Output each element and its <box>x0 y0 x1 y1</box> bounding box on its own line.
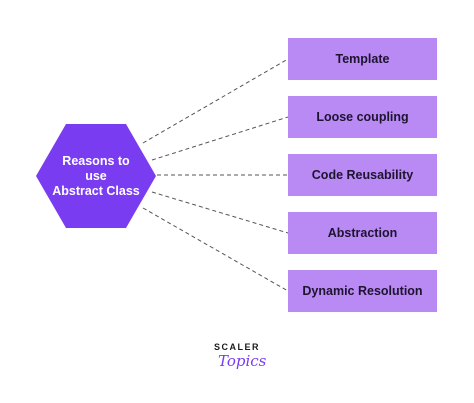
center-label-line3: Abstract Class <box>52 183 140 198</box>
center-hexagon <box>36 124 156 228</box>
logo-scaler-text: SCALER <box>214 342 261 352</box>
reason-box-loose-coupling: Loose coupling <box>288 96 437 138</box>
reason-box-dynamic-resolution: Dynamic Resolution <box>288 270 437 312</box>
reason-box-abstraction: Abstraction <box>288 212 437 254</box>
scaler-topics-logo: SCALER Topics <box>204 342 274 376</box>
reason-box-template: Template <box>288 38 437 80</box>
center-label-line1: Reasons to <box>62 153 130 168</box>
center-label: Reasons to use Abstract Class <box>36 124 156 228</box>
logo-topics-text: Topics <box>218 352 267 370</box>
connector-dynamic-resolution <box>142 207 289 292</box>
connector-abstraction <box>151 191 289 234</box>
connector-loose-coupling <box>151 116 289 161</box>
center-label-line2: use <box>85 168 107 183</box>
connector-template <box>142 58 289 144</box>
reason-box-code-reusability: Code Reusability <box>288 154 437 196</box>
